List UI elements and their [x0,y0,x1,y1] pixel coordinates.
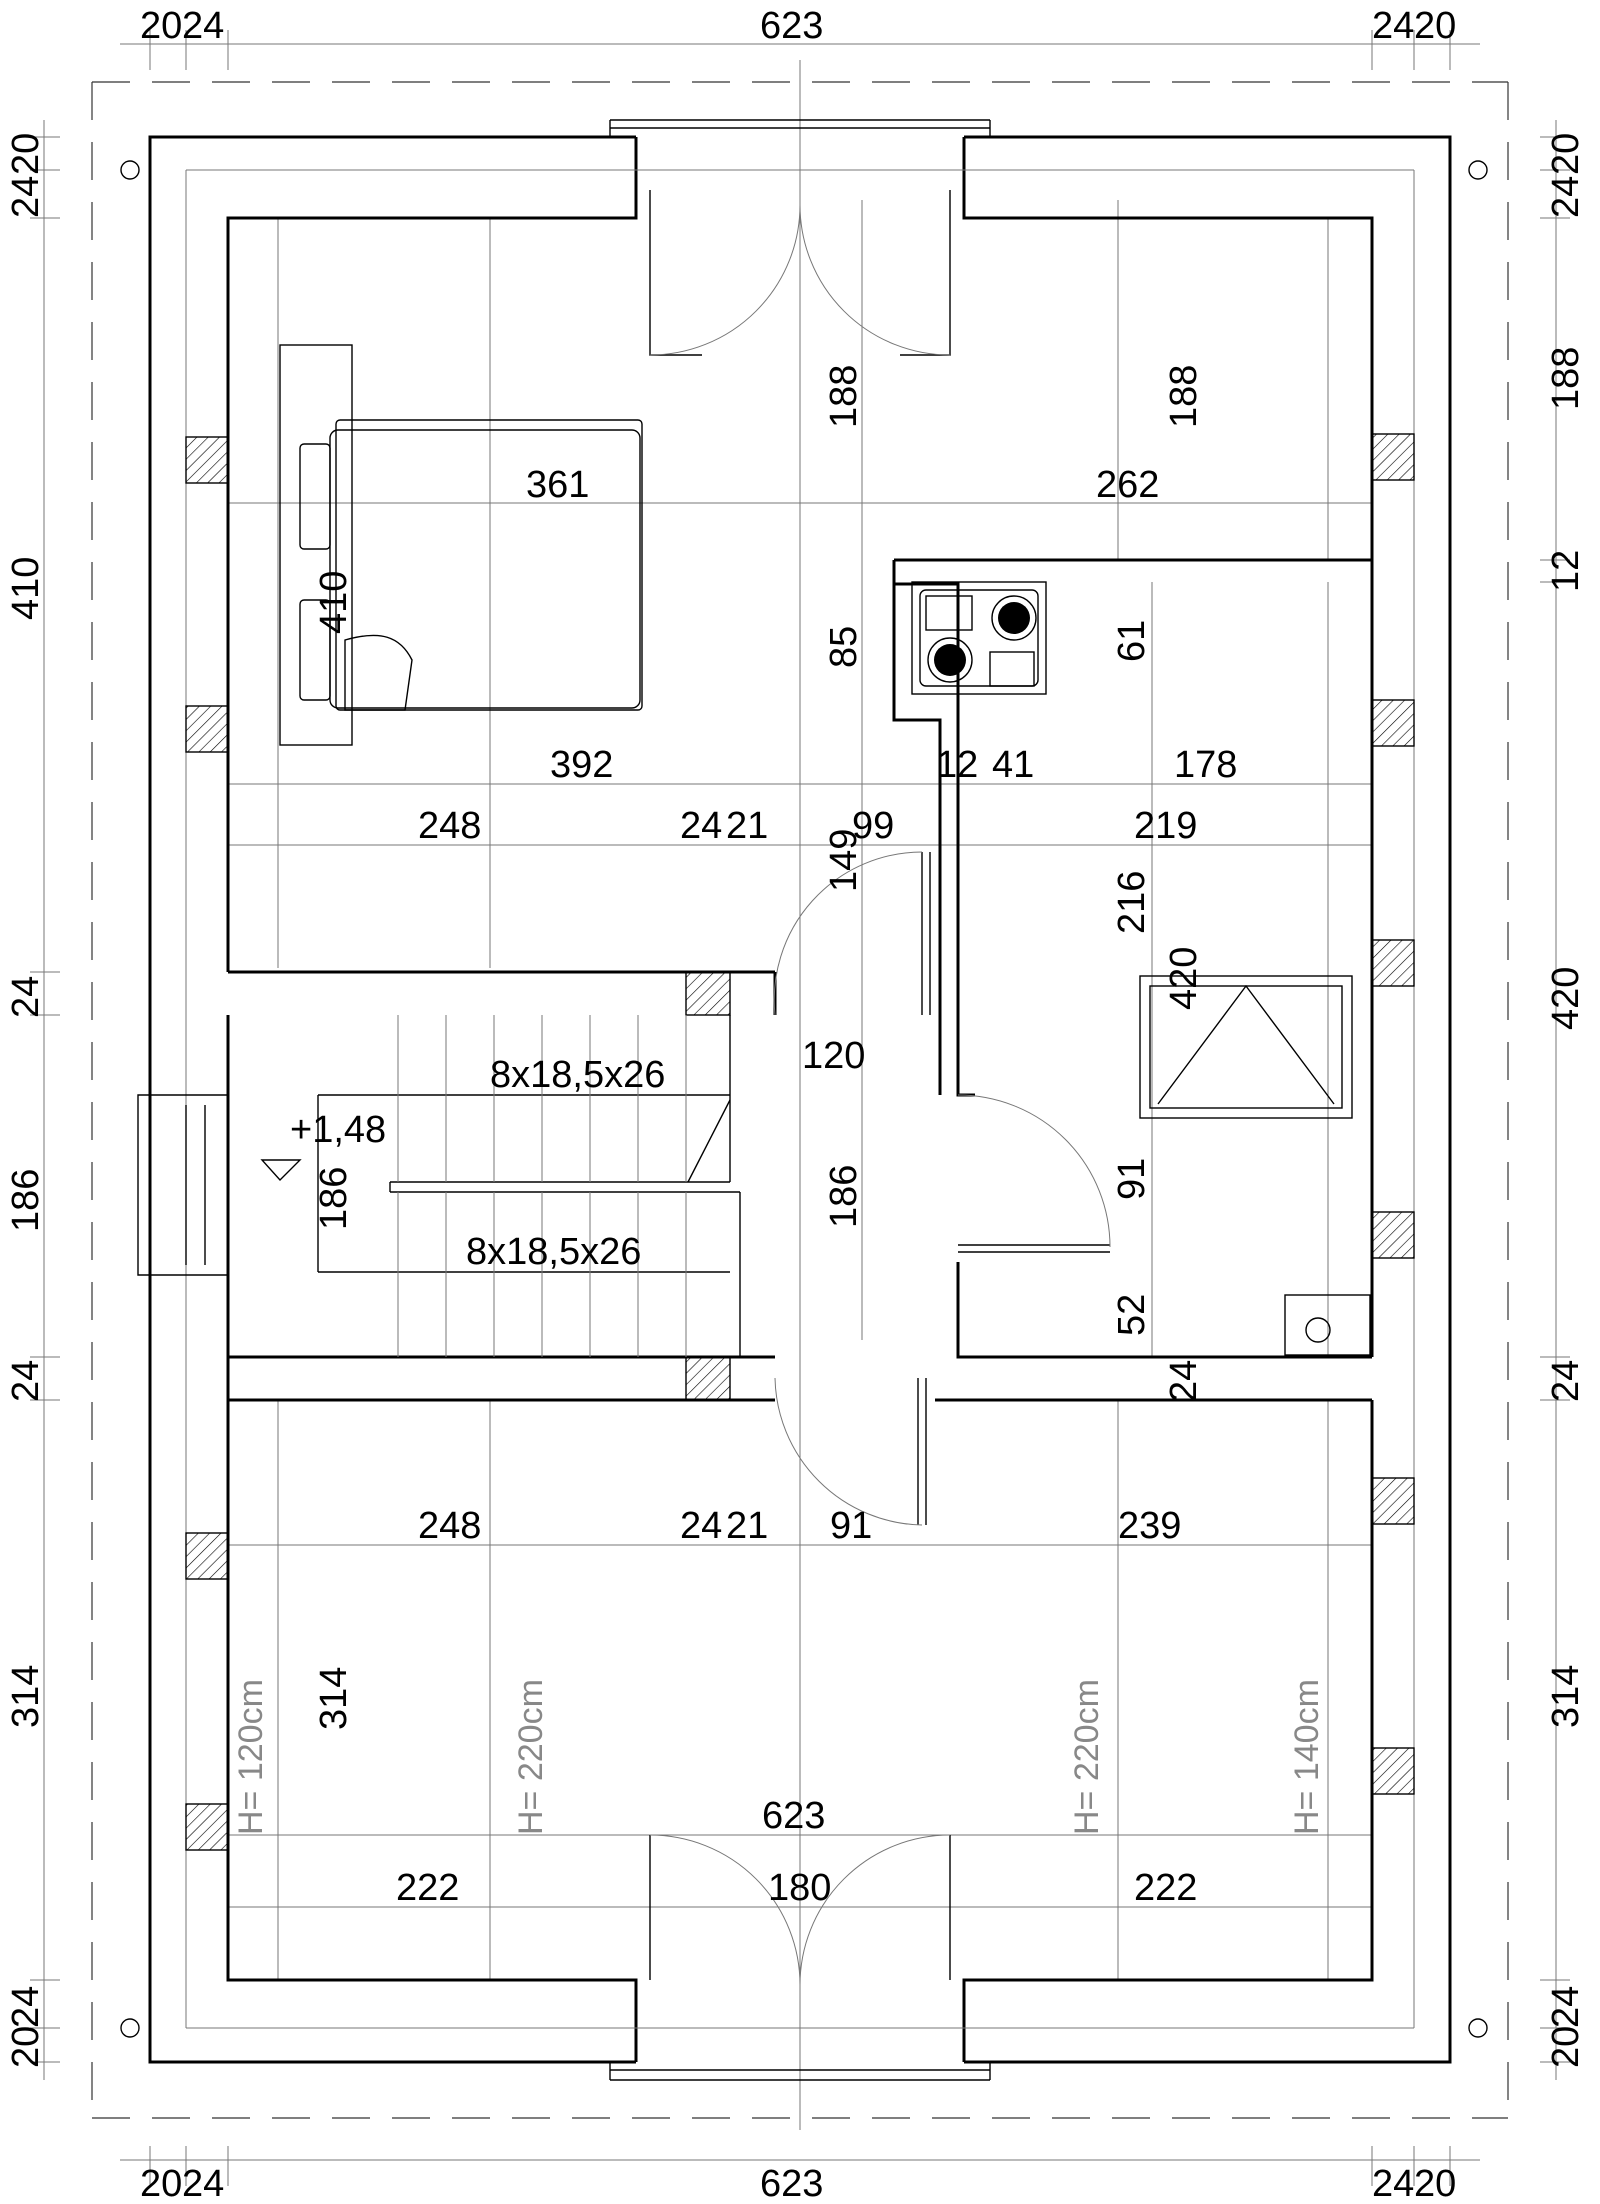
height-label: H= 220cm [512,1679,550,1835]
dim-label: 24 [5,1986,47,2028]
stairs [260,1015,741,1357]
dim-label: 24 [182,2163,224,2204]
bed [279,344,643,746]
dim-label: 24 [1163,1360,1205,1402]
shower [1139,975,1371,1356]
dim-label: 24 [1372,2163,1414,2204]
dim-label: 248 [418,805,481,847]
grid-markers [120,160,1488,2038]
dim-label: 91 [830,1505,872,1547]
dim-label: 20 [1414,5,1456,47]
dim-label: 186 [823,1165,865,1228]
dim-label: 12 [1545,550,1587,592]
outer-walls [148,135,1452,2064]
dim-label: 314 [313,1667,355,1730]
dim-label: 314 [5,1665,47,1728]
dim-label: 41 [992,744,1034,786]
height-label: H= 140cm [1288,1679,1326,1835]
dim-label: 20 [140,5,182,47]
dim-label: 21 [726,805,768,847]
dim-label: 20 [5,2026,47,2068]
dim-label: 20 [1545,2026,1587,2068]
stair-window [137,1094,229,1276]
dim-label: 262 [1096,464,1159,506]
lower-room-door [774,1377,927,1526]
dim-label: 410 [5,557,47,620]
dim-label: 216 [1111,871,1153,934]
hatched-columns [185,433,1415,1851]
bathroom-door [957,1094,1111,1253]
dim-label: 20 [140,2163,182,2204]
dim-label: 24 [1545,176,1587,218]
height-label: H= 120cm [232,1679,270,1835]
dim-label: 120 [802,1035,865,1077]
dim-label: 180 [768,1867,831,1909]
dim-label: 188 [1163,365,1205,428]
bedroom-door [773,851,931,1016]
dim-label: 186 [313,1167,355,1230]
dim-label: 24 [5,1360,47,1402]
dim-label: 8x18,5x26 [490,1054,665,1096]
top-balcony-door [609,119,991,356]
height-labels: H= 120cm H= 220cm H= 220cm H= 140cm [232,1679,1326,1835]
stove [911,581,1047,695]
dim-label: 219 [1134,805,1197,847]
height-label: H= 220cm [1068,1679,1106,1835]
dim-label: 8x18,5x26 [466,1231,641,1273]
dim-label: 420 [1163,947,1205,1010]
dim-label: 24 [1545,1360,1587,1402]
dim-label: 85 [823,626,865,668]
dim-label: 20 [1545,133,1587,175]
dim-label: 420 [1545,967,1587,1030]
dim-label: 623 [762,1795,825,1837]
dimension-lines [30,30,1570,2186]
dim-label: 24 [5,176,47,218]
dim-label: 20 [1414,2163,1456,2204]
dim-label: 361 [526,464,589,506]
dim-label: 178 [1174,744,1237,786]
dim-label: 186 [5,1169,47,1232]
dim-label: 239 [1118,1505,1181,1547]
dim-label: 314 [1545,1665,1587,1728]
level-label: +1,48 [290,1109,386,1151]
dim-label: 222 [396,1867,459,1909]
dim-label: 248 [418,1505,481,1547]
dim-label: 222 [1134,1867,1197,1909]
dim-label: 99 [852,805,894,847]
dimension-labels: 20 24 623 24 20 20 24 623 24 20 20 24 41… [5,5,1587,2204]
dim-label: 91 [1111,1158,1153,1200]
dim-label: 24 [182,5,224,47]
dim-label: 24 [680,1505,722,1547]
dim-label: 20 [5,133,47,175]
dim-label: 24 [5,976,47,1018]
dim-label: 24 [1372,5,1414,47]
dim-label: 188 [823,365,865,428]
dim-label: 52 [1111,1294,1153,1336]
dim-label: 392 [550,744,613,786]
dim-label: 61 [1111,620,1153,662]
dim-label: 149 [823,829,865,892]
dim-label: 410 [313,571,355,634]
dim-label: 188 [1545,347,1587,410]
dim-label: 24 [1545,1986,1587,2028]
dim-label: 24 [680,805,722,847]
bottom-balcony-door [609,1834,991,2081]
dashed-frame [91,81,1509,2119]
dim-label: 623 [760,5,823,47]
dim-label: 623 [760,2163,823,2204]
dim-label: 21 [726,1505,768,1547]
dim-label: 12 [936,744,978,786]
